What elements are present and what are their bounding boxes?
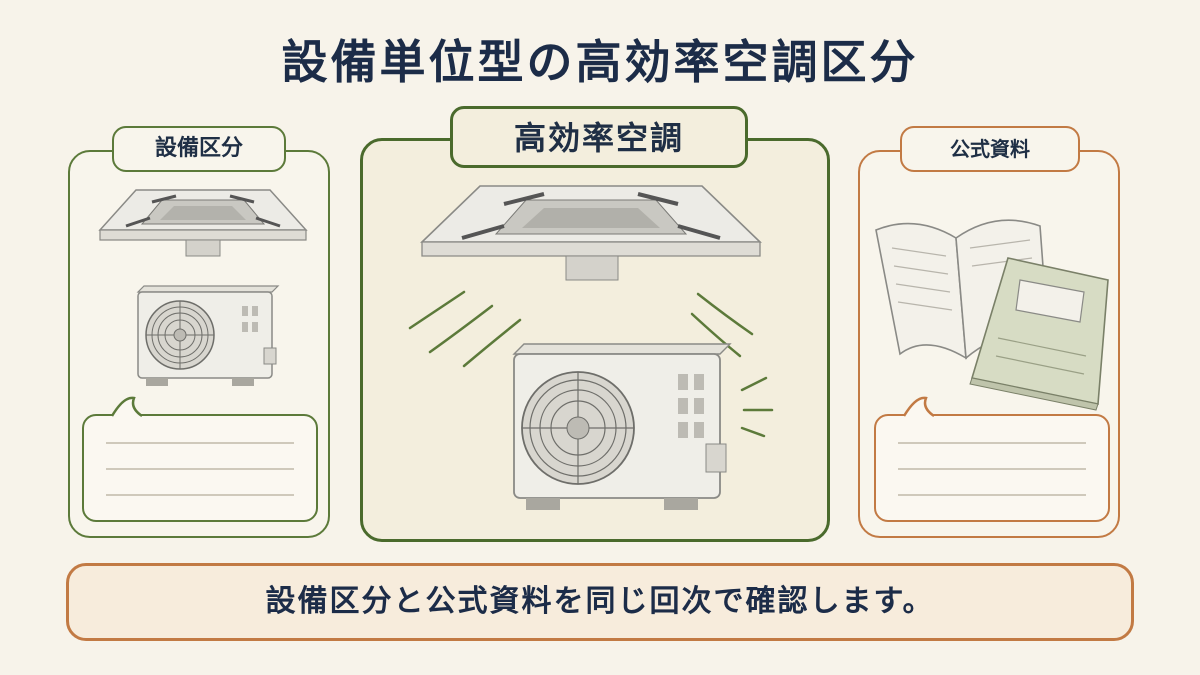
page-title: 設備単位型の高効率空調区分 (281, 35, 919, 89)
footer-note: 設備区分と公式資料を同じ回次で確認します。 (66, 563, 1134, 641)
speech-bubble-right (874, 414, 1110, 522)
tag-high-efficiency-ac: 高効率空調 (450, 106, 748, 168)
speech-bubble-tail-icon (110, 396, 143, 418)
tag-equipment-category: 設備区分 (112, 126, 286, 172)
outdoor-unit-icon (512, 343, 732, 510)
speech-bubble-tail-icon (902, 396, 935, 418)
outdoor-unit-icon (136, 285, 280, 386)
ceiling-cassette-ac-icon (420, 185, 762, 281)
closed-book-icon (969, 257, 1109, 411)
ceiling-cassette-ac-icon (98, 189, 308, 257)
tag-official-documents: 公式資料 (900, 126, 1080, 172)
speech-bubble-left (82, 414, 318, 522)
airflow-lines-icon (408, 290, 774, 438)
